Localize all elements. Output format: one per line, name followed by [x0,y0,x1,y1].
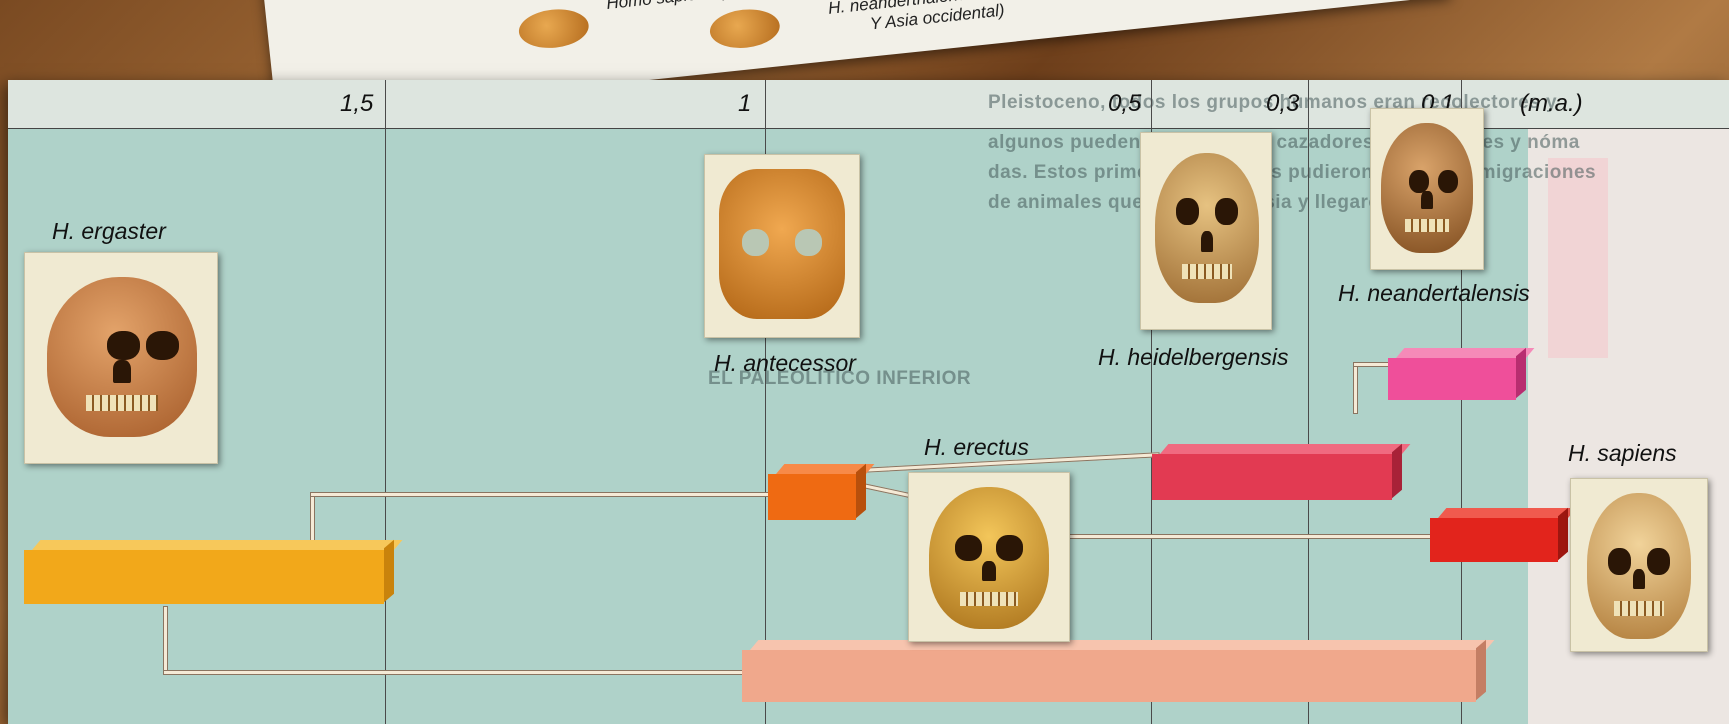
bar-erectus [742,640,1486,702]
bar-sapiens [1430,508,1568,562]
axis-unit: (m.a.) [1520,90,1583,118]
tick-1: 1 [738,90,751,118]
label-sapiens: H. sapiens [1568,440,1677,467]
tick-0-3: 0,3 [1266,90,1299,118]
skull-photo-neandertalensis [1370,108,1484,270]
skull-thumbnail [708,6,782,51]
skull-photo-erectus [908,472,1070,642]
connector-erectus-sapiens [1068,534,1440,539]
background-text-line: algunos pueden considerarse cazadores, r… [988,132,1580,154]
background-text-line: das. Estos primeros cazadores pudieron s… [988,162,1596,184]
connector-ergaster-erectus [163,606,168,674]
gridline-1-5 [385,80,386,724]
gridline-0-3 [1308,80,1309,724]
label-ergaster: H. ergaster [52,218,166,245]
connector-heidelbergensis-neandertalensis [1353,362,1358,414]
skull-photo-sapiens [1570,478,1708,652]
bar-ergaster [24,540,394,604]
bar-neandertalensis [1388,348,1526,400]
label-erectus: H. erectus [924,434,1029,461]
skull-thumbnail [517,6,591,51]
skull-photo-ergaster [24,252,218,464]
connector-ergaster-erectus [163,670,745,675]
connector-ergaster-antecessor [310,492,772,497]
tick-1-5: 1,5 [340,90,373,118]
label-antecessor: H. antecessor [714,350,856,377]
tick-0-5: 0,5 [1108,90,1141,118]
bar-heidelbergensis [1152,444,1402,500]
label-neandertalensis: H. neandertalensis [1338,280,1530,307]
bar-antecessor [768,464,866,520]
label-heidelbergensis: H. heidelbergensis [1098,344,1289,371]
skull-photo-antecessor [704,154,860,338]
hominid-timeline-diagram: Pleistoceno, todos los grupos humanos er… [8,80,1729,724]
skull-photo-heidelbergensis [1140,132,1272,330]
